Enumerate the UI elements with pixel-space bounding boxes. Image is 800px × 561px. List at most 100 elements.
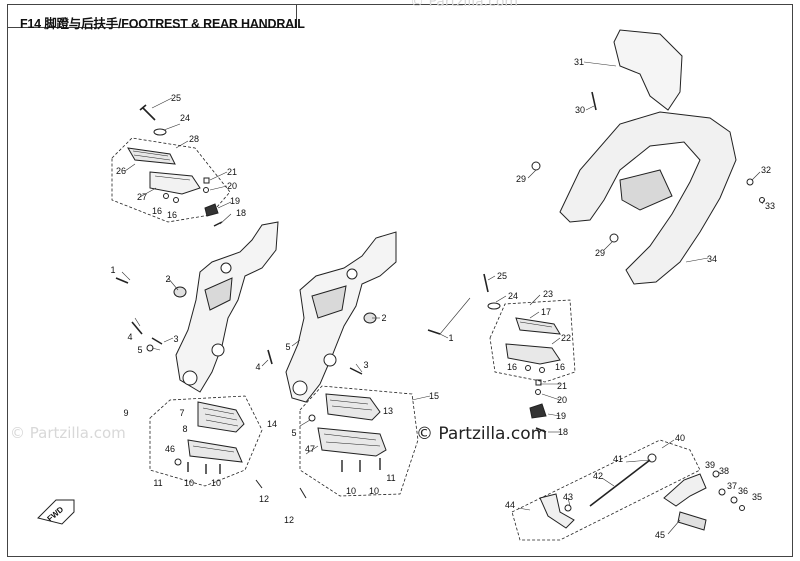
footrest-bracket-left (175, 221, 279, 393)
diagram-title: F14 脚蹬与后扶手/FOOTREST & REAR HANDRAIL (20, 17, 305, 31)
watermark-top: © Partzilla.com (410, 0, 519, 10)
callout-28: 28 (189, 134, 199, 144)
callout-25a: 25 (171, 93, 181, 103)
bolts-10-11-right (341, 458, 381, 472)
footpeg-right-lower (317, 393, 387, 457)
callout-3a: 3 (173, 334, 178, 344)
callout-45: 45 (655, 530, 665, 540)
callout-21a: 21 (227, 167, 237, 177)
callout-9: 9 (123, 408, 128, 418)
callout-32: 32 (761, 165, 771, 175)
callout-46: 46 (165, 444, 175, 454)
bolt-3b (349, 367, 363, 375)
bolt-1b (427, 329, 441, 335)
rear-handrail (559, 111, 737, 285)
callout-16a: 16 (152, 206, 162, 216)
footrest-bracket-right (285, 231, 397, 403)
group-box-28 (111, 137, 231, 223)
bolt-29b (609, 233, 619, 243)
footpeg-pad-right (505, 317, 561, 365)
callout-34: 34 (707, 254, 717, 264)
callout-23: 23 (543, 289, 553, 299)
washer-16b (173, 197, 179, 203)
bolt-18a (213, 221, 223, 227)
callout-39: 39 (705, 460, 715, 470)
callout-31: 31 (574, 57, 584, 67)
callout-24b: 24 (508, 291, 518, 301)
washer-32 (746, 178, 754, 186)
bolt-25a (139, 104, 156, 121)
callout-19a: 19 (230, 196, 240, 206)
washer-5b (308, 414, 316, 422)
callout-36: 36 (738, 486, 748, 496)
callout-4a: 4 (127, 332, 132, 342)
bolt-4b (267, 349, 273, 365)
callout-7: 7 (179, 408, 184, 418)
bolt-30 (591, 91, 597, 111)
washer-24b (487, 302, 501, 310)
callout-15: 15 (429, 391, 439, 401)
callout-3b: 3 (363, 360, 368, 370)
callout-42: 42 (593, 471, 603, 481)
callout-8: 8 (182, 424, 187, 434)
bolt-3a (151, 337, 163, 345)
bolt-25b (483, 273, 489, 293)
callout-11b: 11 (386, 473, 395, 483)
shift-pad-45 (677, 511, 707, 531)
footpeg-left-lower (187, 401, 245, 463)
callout-18b: 18 (558, 427, 568, 437)
callout-26: 26 (116, 166, 126, 176)
callout-47: 47 (305, 444, 315, 454)
nut-43 (564, 504, 572, 512)
washer-16d (539, 367, 545, 373)
callout-19b: 19 (556, 411, 566, 421)
group-box-15 (299, 385, 419, 497)
washer-36 (730, 496, 738, 504)
callout-14: 14 (267, 419, 277, 429)
fwd-arrow-icon (37, 499, 75, 525)
callout-16c: 16 (507, 362, 517, 372)
rivet-46 (174, 458, 182, 466)
shift-arm-44 (539, 493, 575, 529)
stopper-19b (529, 403, 547, 419)
spring-20 (203, 187, 209, 193)
shift-lever-39 (663, 473, 707, 507)
callout-44: 44 (505, 500, 515, 510)
callout-4b: 4 (255, 362, 260, 372)
callout-38: 38 (719, 466, 729, 476)
callout-20b: 20 (557, 395, 567, 405)
spring-20b (535, 389, 541, 395)
callout-5b: 5 (291, 428, 296, 438)
callout-35: 35 (752, 492, 762, 502)
stopper-19a (204, 203, 219, 217)
rod-end-41 (647, 453, 657, 463)
callout-40: 40 (675, 433, 685, 443)
rod-42 (589, 459, 651, 507)
bolt-29a (531, 161, 541, 171)
washer-16a (163, 193, 169, 199)
bolts-10-11-left (187, 462, 221, 474)
bolt-18b (535, 427, 547, 433)
callout-16d: 16 (555, 362, 565, 372)
callout-41: 41 (613, 454, 623, 464)
washer-16c (525, 365, 531, 371)
pin-21a (203, 177, 210, 184)
callout-1b: 1 (448, 333, 453, 343)
callout-10d: 10 (369, 486, 379, 496)
callout-10a: 10 (184, 478, 194, 488)
callout-11a: 11 (153, 478, 162, 488)
clip-12b (299, 487, 307, 499)
callout-5b-upper: 5 (285, 342, 290, 352)
pin-21b (535, 379, 542, 386)
callout-16b: 16 (167, 210, 177, 220)
washer-37 (718, 488, 726, 496)
callout-12a: 12 (259, 494, 269, 504)
diagram-frame (7, 4, 793, 557)
bolt-1a (115, 277, 129, 284)
callout-13: 13 (383, 406, 393, 416)
callout-5a: 5 (137, 345, 142, 355)
footpeg-bracket-left-upper (149, 171, 201, 195)
clip-12a (255, 479, 263, 489)
